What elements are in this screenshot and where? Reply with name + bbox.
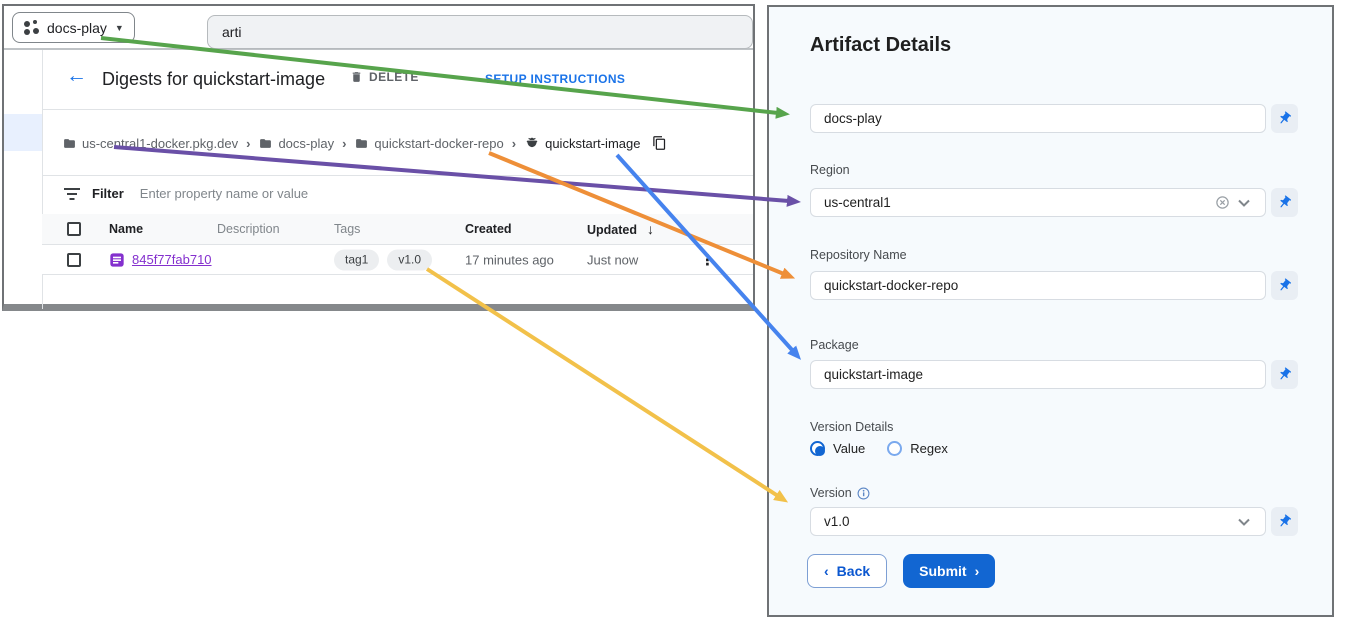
package-label: Package <box>810 338 859 352</box>
digest-name-cell: 845f77fab710 <box>109 252 212 268</box>
radio-icon <box>887 441 903 456</box>
panel-actions: ‹ Back Submit › <box>807 554 996 588</box>
digest-icon <box>110 252 124 267</box>
version-details-label: Version Details <box>810 420 894 434</box>
console-topbar: docs-play ▼ arti <box>4 6 753 50</box>
pin-icon[interactable] <box>1271 104 1298 133</box>
delete-button-label: DELETE <box>369 70 419 84</box>
info-icon[interactable] <box>857 487 870 500</box>
column-header-name[interactable]: Name <box>109 222 144 236</box>
column-header-created[interactable]: Created <box>465 222 512 236</box>
sort-descending-icon: ↓ <box>647 221 654 237</box>
row-checkbox[interactable] <box>67 252 81 267</box>
table-header-row: Name Description Tags Created Updated↓ <box>42 214 753 245</box>
page-title: Digests for quickstart-image <box>102 69 326 89</box>
caret-down-icon: ▼ <box>114 22 124 33</box>
repository-label: Repository Name <box>810 248 907 262</box>
delete-button[interactable]: DELETE <box>350 70 419 84</box>
panel-title: Artifact Details <box>810 34 952 56</box>
tag-chip[interactable]: v1.0 <box>387 249 433 270</box>
radio-icon <box>810 441 825 456</box>
package-field[interactable]: quickstart-image <box>810 360 1266 389</box>
breadcrumb-item-package[interactable]: quickstart-image <box>524 136 640 151</box>
console-window: docs-play ▼ arti ← Digests for quickstar… <box>2 4 755 311</box>
column-header-description[interactable]: Description <box>217 222 280 236</box>
project-icon <box>24 20 39 35</box>
select-all-checkbox[interactable] <box>67 222 81 236</box>
pin-icon[interactable] <box>1271 360 1298 389</box>
breadcrumb-item-host[interactable]: us-central1-docker.pkg.dev <box>62 136 238 151</box>
search-input[interactable]: arti <box>207 15 753 49</box>
radio-option-regex[interactable]: Regex <box>887 441 948 456</box>
nav-rail-selected-highlight <box>4 114 42 151</box>
copy-icon[interactable] <box>652 135 667 151</box>
back-arrow-icon[interactable]: ← <box>66 64 87 87</box>
pin-icon[interactable] <box>1271 188 1298 217</box>
breadcrumb-item-project[interactable]: docs-play <box>258 136 334 151</box>
version-field[interactable]: v1.0 <box>810 507 1266 536</box>
version-details-radio-group: Value Regex <box>810 441 948 456</box>
tag-chip[interactable]: tag1 <box>334 249 380 270</box>
updated-cell: Just now <box>587 252 639 267</box>
clear-icon[interactable] <box>1211 195 1233 210</box>
filter-label: Filter <box>92 186 124 201</box>
breadcrumb: us-central1-docker.pkg.dev › docs-play ›… <box>62 135 667 151</box>
radio-option-value[interactable]: Value <box>810 441 865 456</box>
filter-icon <box>64 187 80 200</box>
region-label: Region <box>810 163 850 177</box>
breadcrumb-separator: › <box>511 135 517 151</box>
breadcrumb-item-repository[interactable]: quickstart-docker-repo <box>354 136 504 151</box>
repository-field[interactable]: quickstart-docker-repo <box>810 271 1266 300</box>
divider <box>42 109 753 110</box>
version-label: Version <box>810 486 870 500</box>
nav-rail-divider <box>42 50 43 309</box>
created-cell: 17 minutes ago <box>465 252 554 267</box>
row-overflow-menu-icon[interactable]: ⋮ <box>700 251 715 269</box>
artifact-details-panel: Artifact Details docs-play Region us-cen… <box>767 5 1334 617</box>
folder-icon <box>260 138 272 148</box>
breadcrumb-separator: › <box>246 135 251 151</box>
column-header-updated[interactable]: Updated↓ <box>587 221 654 237</box>
chevron-down-icon[interactable] <box>1233 199 1255 207</box>
submit-chevron-icon: › <box>974 563 980 579</box>
tags-cell: tag1 v1.0 <box>334 249 433 270</box>
region-field[interactable]: us-central1 <box>810 188 1266 217</box>
table-row: 845f77fab710 tag1 v1.0 17 minutes ago Ju… <box>42 245 753 275</box>
setup-instructions-button[interactable]: SETUP INSTRUCTIONS <box>485 72 626 86</box>
trash-icon <box>352 72 361 82</box>
folder-icon <box>356 138 368 148</box>
folder-icon <box>64 138 75 148</box>
back-button[interactable]: ‹ Back <box>807 554 888 588</box>
container-image-icon <box>526 137 538 148</box>
page-header: ← Digests for quickstart-image DELETE SE… <box>42 50 753 109</box>
submit-button[interactable]: Submit › <box>903 554 996 588</box>
project-selector-button[interactable]: docs-play ▼ <box>12 12 135 43</box>
search-query-text: arti <box>222 24 242 40</box>
divider <box>42 175 753 176</box>
filter-bar[interactable]: Filter Enter property name or value <box>64 186 308 201</box>
project-field[interactable]: docs-play <box>810 104 1266 133</box>
chevron-down-icon[interactable] <box>1233 518 1255 526</box>
breadcrumb-separator: › <box>342 135 347 151</box>
column-header-tags[interactable]: Tags <box>334 222 361 236</box>
pin-icon[interactable] <box>1271 507 1298 536</box>
digest-link[interactable]: 845f77fab710 <box>132 252 212 267</box>
back-chevron-icon: ‹ <box>824 563 829 579</box>
pin-icon[interactable] <box>1271 271 1298 300</box>
filter-placeholder: Enter property name or value <box>139 186 309 201</box>
project-selector-label: docs-play <box>47 19 107 36</box>
